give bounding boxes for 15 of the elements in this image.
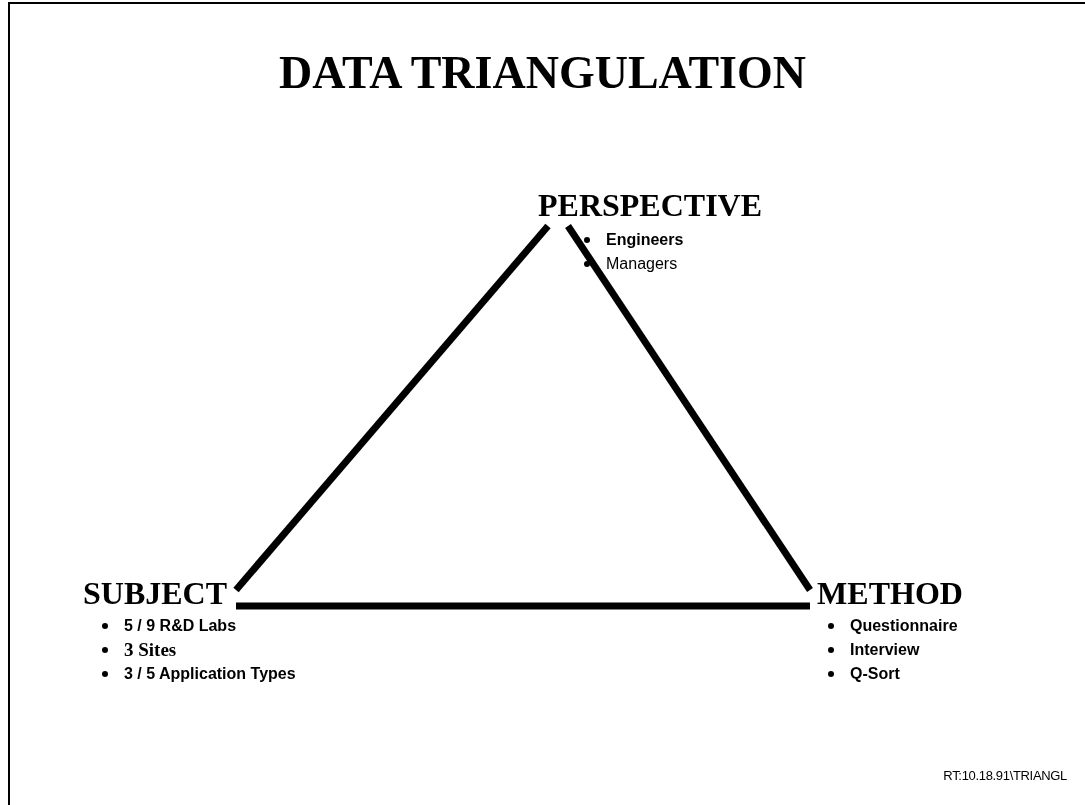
bullet-item: Managers [606,254,678,274]
bullet-item: Q-Sort [850,664,900,684]
bullet-item: 3 / 5 Application Types [124,664,296,684]
bullet-item: Engineers [606,230,684,250]
connector-line [565,224,813,592]
node-heading: PERSPECTIVE [538,186,762,224]
bullet-item: Questionnaire [850,616,958,636]
title: DATA TRIANGULATION [279,46,806,100]
node-heading: SUBJECT [74,574,236,612]
connector-line [233,223,551,593]
node-heading: METHOD [810,574,970,612]
bullet-item: 3 Sites [124,638,177,662]
bullet-item: Interview [850,640,920,660]
bullet-item: 5 / 9 R&D Labs [124,616,237,636]
footer-note: RT:10.18.91\TRIANGL [943,767,1067,785]
